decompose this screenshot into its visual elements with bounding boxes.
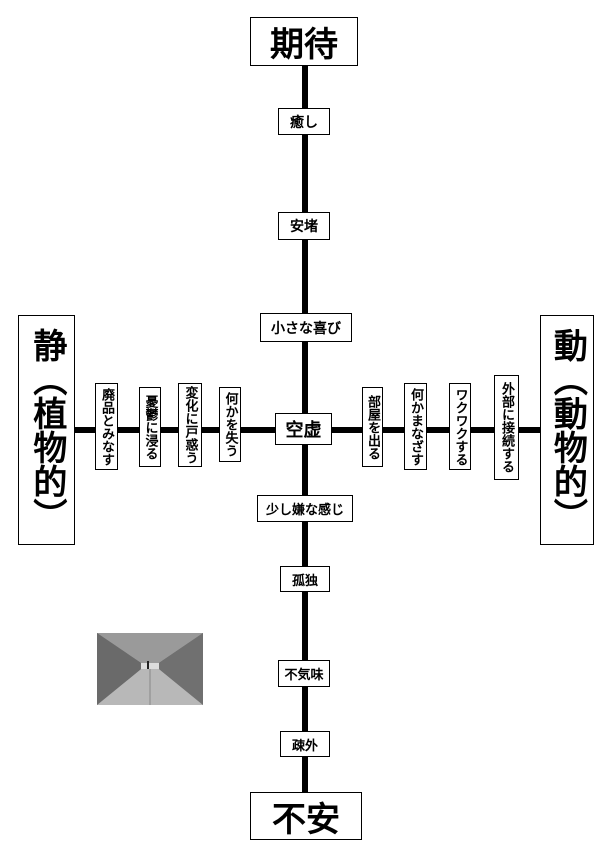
right-item: 何かまなざす xyxy=(404,383,427,470)
center-label: 空虚 xyxy=(275,413,332,445)
upper-item: 癒し xyxy=(278,108,330,135)
left-item: 憂鬱に浸る xyxy=(139,387,161,467)
top-label: 期待 xyxy=(250,17,358,66)
right-label: 動（動物的） xyxy=(540,315,594,545)
tunnel-image xyxy=(97,633,203,705)
left-item: 何かを失う xyxy=(219,387,241,462)
right-item: ワクワクする xyxy=(449,383,471,470)
left-label: 静（植物的） xyxy=(18,315,75,545)
lower-item: 疎外 xyxy=(280,731,330,757)
lower-item: 孤独 xyxy=(280,566,330,592)
bottom-label: 不安 xyxy=(250,792,362,840)
right-item: 外部に接続する xyxy=(494,375,519,480)
left-item: 廃品とみなす xyxy=(95,383,118,470)
tunnel-photo xyxy=(97,633,203,705)
lower-item: 少し嫌な感じ xyxy=(257,495,353,522)
left-item: 変化に戸惑う xyxy=(178,383,202,467)
upper-item: 安堵 xyxy=(278,212,330,240)
lower-item: 不気味 xyxy=(278,660,330,687)
right-item: 部屋を出る xyxy=(362,387,383,467)
upper-item: 小さな喜び xyxy=(260,313,352,342)
